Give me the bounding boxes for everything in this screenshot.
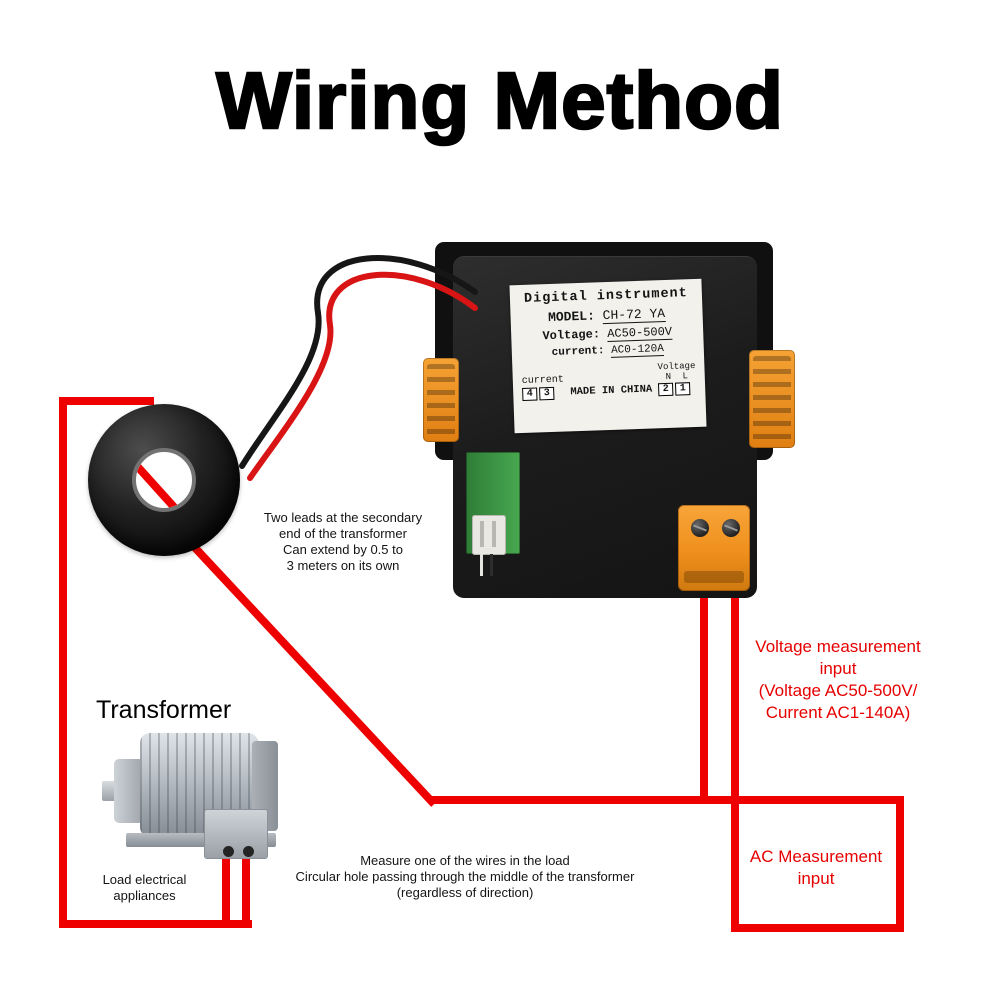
current-terminals-label: current <box>521 374 565 388</box>
connector-wire <box>480 554 483 576</box>
wire-segment <box>242 848 250 928</box>
note-line: Can extend by 0.5 to <box>283 542 403 557</box>
measure-note: Measure one of the wires in the load Cir… <box>255 853 675 901</box>
ac-measurement-note: AC Measurement input <box>736 846 896 890</box>
current-terminal-boxes: 4 3 <box>522 386 564 402</box>
wire-segment <box>731 580 739 932</box>
nl-labels: N L <box>658 371 696 382</box>
note-line: input <box>797 869 835 888</box>
terminal-screw-l <box>722 519 740 537</box>
wire-segment <box>59 397 67 928</box>
mounting-clip-left <box>423 358 459 442</box>
current-key: current: <box>551 345 605 359</box>
voltage-terminal-boxes: 2 1 <box>658 382 696 397</box>
wire-through-hole <box>136 452 192 508</box>
current-terminals: current 4 3 <box>521 374 565 402</box>
terminal-box-4: 4 <box>522 387 538 402</box>
connector-wire <box>490 554 493 576</box>
terminal-box-1: 1 <box>675 382 691 396</box>
transformer-title: Transformer <box>96 696 232 724</box>
wire-segment <box>59 920 252 928</box>
label-model-row: MODEL: CH-72 YA <box>519 305 693 326</box>
label-current-row: current: AC0-120A <box>521 342 695 360</box>
note-line: AC Measurement <box>749 847 883 866</box>
voltage-input-note: Voltage measurement input (Voltage AC50-… <box>738 636 938 724</box>
current-transformer-ring <box>88 404 240 556</box>
motor-junction-box <box>204 809 268 859</box>
motor-illustration <box>100 725 300 861</box>
terminal-lip <box>684 571 744 583</box>
note-line: Voltage measurement <box>755 637 921 656</box>
note-line: Load electrical <box>102 872 187 887</box>
note-line: end of the transformer <box>279 526 407 541</box>
note-line: Current AC1-140A) <box>765 703 911 722</box>
current-value: AC0-120A <box>610 343 665 358</box>
transformer-hole <box>132 448 196 512</box>
voltage-key: Voltage: <box>542 327 601 344</box>
secondary-lead-wires <box>239 255 478 481</box>
wire-segment <box>430 796 904 804</box>
digital-instrument-device: Digital instrument MODEL: CH-72 YA Volta… <box>423 238 795 600</box>
red-lead-wire <box>247 271 478 481</box>
label-voltage-row: Voltage: AC50-500V <box>520 324 694 344</box>
model-key: MODEL: <box>547 308 596 326</box>
note-line: (Voltage AC50-500V/ <box>758 681 918 700</box>
page-title: Wiring Method <box>215 55 784 147</box>
wire-segment <box>733 924 904 932</box>
terminal-box-2: 2 <box>658 382 674 397</box>
voltage-terminals-label: Voltage <box>657 360 696 373</box>
load-appliances-label: Load electrical appliances <box>72 872 217 904</box>
terminal-box-3: 3 <box>539 386 555 401</box>
n-label: N <box>665 371 672 382</box>
voltage-terminals: Voltage N L 2 1 <box>657 360 696 397</box>
label-title: Digital instrument <box>523 286 689 307</box>
motor-terminal-stud <box>223 846 234 857</box>
note-line: Two leads at the secondary <box>263 510 423 525</box>
wire-segment <box>222 848 230 928</box>
wire-segment <box>59 397 154 405</box>
terminal-screw-n <box>691 519 709 537</box>
voltage-input-terminal <box>678 505 750 591</box>
motor-terminal-stud <box>243 846 254 857</box>
note-line: appliances <box>113 888 176 903</box>
note-line: input <box>819 659 857 678</box>
wire-segment <box>700 580 708 804</box>
model-value: CH-72 YA <box>602 305 666 325</box>
label-terminal-row: current 4 3 MADE IN CHINA Voltage N L 2 <box>521 360 696 402</box>
note-line: Measure one of the wires in the load <box>360 853 570 868</box>
l-label: L <box>682 371 689 382</box>
mounting-clip-right <box>749 350 795 448</box>
secondary-leads-note: Two leads at the secondary end of the tr… <box>248 510 438 574</box>
voltage-value: AC50-500V <box>606 324 673 343</box>
note-line: (regardless of direction) <box>396 885 534 900</box>
made-in-label: MADE IN CHINA <box>570 383 653 399</box>
black-lead-wire <box>239 255 478 469</box>
connector-plug <box>472 515 506 555</box>
note-line: 3 meters on its own <box>286 558 400 573</box>
instrument-label: Digital instrument MODEL: CH-72 YA Volta… <box>509 278 707 434</box>
note-line: Circular hole passing through the middle… <box>295 869 635 884</box>
wire-segment <box>896 796 904 932</box>
motor-end-bell <box>114 759 144 823</box>
